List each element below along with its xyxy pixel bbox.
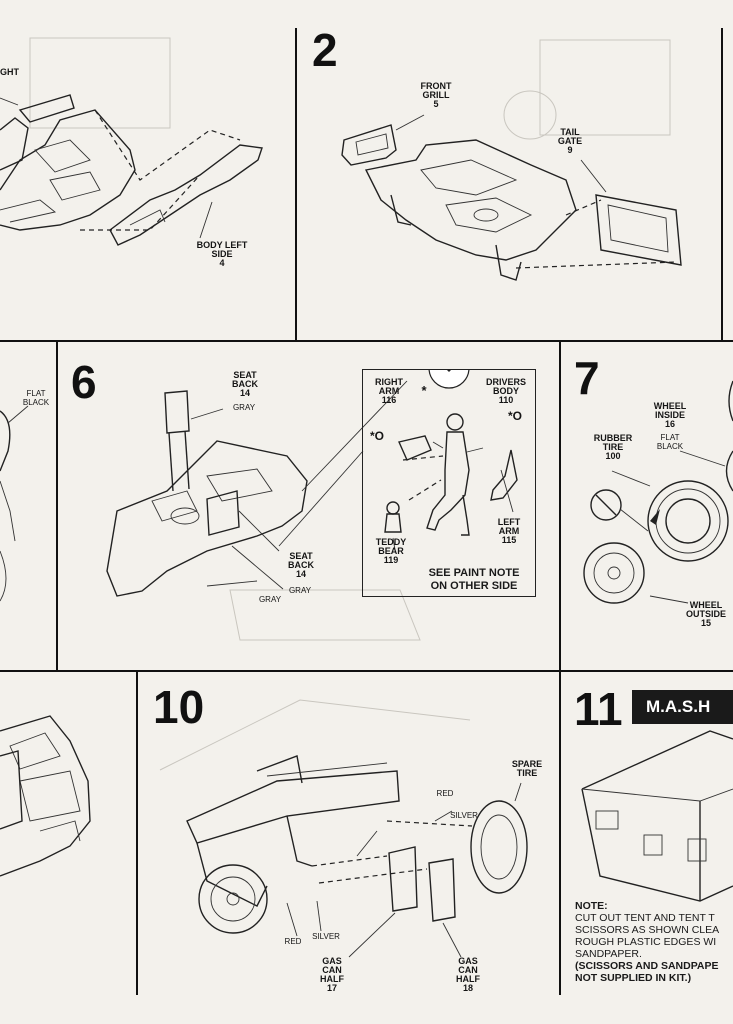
label-ght: GHT: [0, 67, 19, 77]
label-gray-right: GRAY: [288, 586, 312, 595]
label-rubber-tire: RUBBER TIRE 100: [593, 433, 633, 461]
step-10-rear-assembly-drawing: [186, 755, 528, 958]
step-number: 7: [574, 352, 600, 404]
label-gray-top: GRAY: [232, 403, 256, 412]
jeep-body-assembly-drawing: [0, 94, 263, 246]
step-6-panel: 6 SEAT BACK 14 GRAY SEAT BACK 14 GRAY GR…: [57, 341, 560, 670]
label-left-arm: LEFT ARM 115: [497, 517, 521, 545]
label-flat-black: FLAT BLACK: [656, 433, 684, 451]
driver-figure-drawing: [384, 370, 518, 551]
step-9-jeep-partial-drawing: [0, 715, 91, 877]
step-2-chassis-drawing: [341, 114, 682, 281]
paint-note-text: SEE PAINT NOTE ON OTHER SIDE: [428, 567, 520, 592]
label-silver-bottom: SILVER: [312, 932, 340, 941]
note-line: SCISSORS AS SHOWN CLEA: [575, 924, 720, 936]
step-1-partial-panel: GHT BODY LEFT SIDE 4: [0, 0, 296, 340]
step-number: 11: [574, 683, 623, 735]
label-spare-tire: SPARE TIRE: [511, 759, 543, 778]
label-seat-back-top: SEAT BACK 14: [232, 370, 258, 398]
label-teddy-bear: TEDDY BEAR 119: [375, 537, 407, 565]
label-red-bottom: RED: [284, 937, 302, 946]
step-number: 2: [312, 24, 338, 76]
label-gray-bottom: GRAY: [258, 595, 282, 604]
step-7-panel: 7 WHEEL INSIDE 16 FLAT BLACK RUBBER TIRE…: [560, 341, 733, 670]
asterisk-mark-drivers-body: *o: [507, 409, 522, 423]
asterisk-mark-top: *: [421, 383, 427, 398]
step-2-panel: 2 FRONT GRILL 5 TAIL GATE 9: [296, 0, 722, 340]
step-7-wheel-drawing: [583, 380, 733, 604]
step-number: 6: [71, 356, 97, 408]
step-6-seats-drawing: [106, 380, 408, 597]
label-silver-top: SILVER: [450, 811, 478, 820]
label-wheel-inside: WHEEL INSIDE 16: [653, 401, 687, 429]
tent-note: NOTE: CUT OUT TENT AND TENT T SCISSORS A…: [575, 900, 733, 984]
driver-figure-callout-box: RIGHT ARM 116 DRIVERS BODY 110 LEFT ARM …: [362, 369, 536, 597]
note-line: CUT OUT TENT AND TENT T: [575, 912, 715, 924]
step-number: 10: [153, 681, 205, 733]
asterisk-mark-right-arm: *o: [369, 429, 384, 443]
label-wheel-outside: WHEEL OUTSIDE 15: [685, 600, 726, 628]
label-gas-can-half-18: GAS CAN HALF 18: [456, 956, 480, 993]
label-red-top: RED: [436, 789, 454, 798]
label-flat-black: FLAT BLACK: [22, 389, 50, 407]
mash-title-banner: M.A.S.H: [632, 690, 733, 724]
note-heading: NOTE:: [575, 900, 608, 912]
label-front-grill: FRONT GRILL 5: [420, 81, 452, 109]
step-5-partial-panel: FLAT BLACK: [0, 341, 57, 670]
label-right-arm: RIGHT ARM 116: [375, 377, 403, 405]
step-11-tent-drawing: [581, 730, 733, 902]
label-seat-back-bottom: SEAT BACK 14: [288, 551, 314, 579]
step-9-partial-panel: [0, 671, 137, 995]
step-11-panel: 11: [560, 671, 733, 995]
label-body-left-side: BODY LEFT SIDE 4: [196, 240, 248, 268]
label-drivers-body: DRIVERS BODY 110: [485, 377, 526, 405]
note-line: ROUGH PLASTIC EDGES WI: [575, 936, 717, 948]
note-bold-line: (SCISSORS AND SANDPAPE: [575, 960, 719, 972]
label-tail-gate: TAIL GATE 9: [557, 127, 583, 155]
step-5-wheel-partial-drawing: [0, 405, 29, 602]
note-bold-line: NOT SUPPLIED IN KIT.): [575, 972, 692, 984]
step-10-panel: 10 SPARE TIRE RED SILVER RED SILVER GAS …: [137, 671, 560, 995]
label-gas-can-half-17: GAS CAN HALF 17: [320, 956, 344, 993]
note-line: SANDPAPER.: [575, 948, 642, 960]
